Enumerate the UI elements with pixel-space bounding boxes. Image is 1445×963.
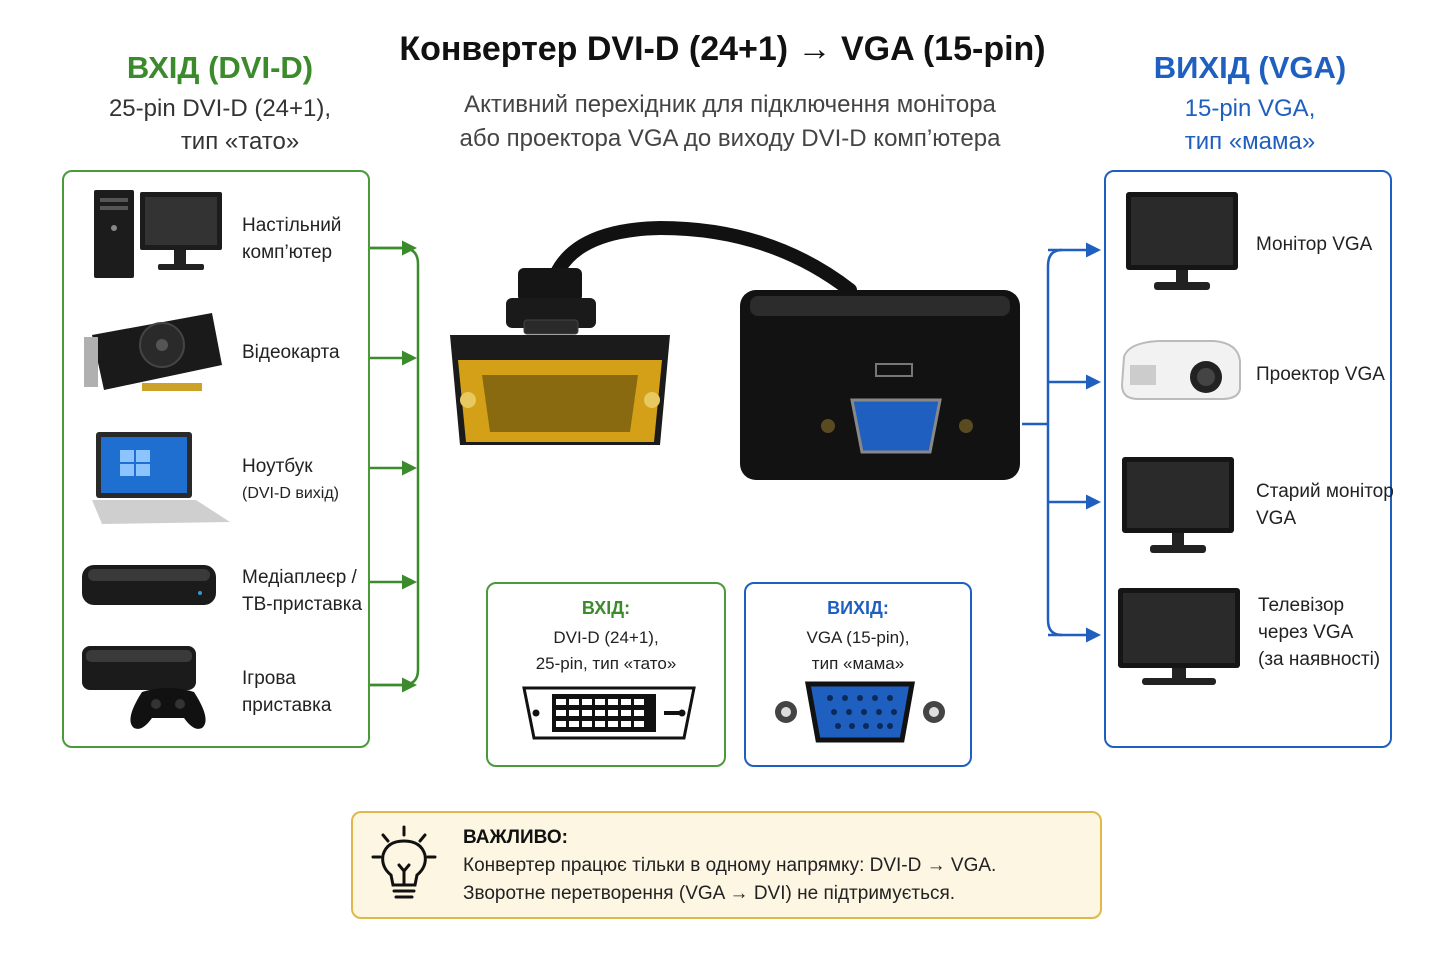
device-label-monitor: Монітор VGA (1256, 234, 1373, 255)
lightbulb-icon (371, 825, 437, 899)
monitor-icon (1126, 192, 1238, 290)
info-out-heading: ВИХІД: (827, 598, 889, 618)
info-in-line-2: 25-pin, тип «тато» (535, 654, 677, 673)
page-subtitle: Активний перехідник для підключення моні… (420, 88, 1040, 156)
output-sub-line-2: тип «мама» (1184, 128, 1316, 155)
output-connector-arrows (1022, 242, 1101, 643)
media-player-icon (82, 565, 216, 605)
input-sub-line-1: 25-pin DVI-D (24+1), (108, 95, 332, 122)
projector-icon (1120, 340, 1241, 400)
input-subheading: 25-pin DVI-D (24+1), тип «тато» (60, 92, 380, 158)
device-label-media-player: Медіаплеєр /ТВ-приставка (242, 567, 363, 615)
vga-connector-icon (775, 681, 945, 743)
note-heading: ВАЖЛИВО: (463, 827, 569, 848)
tv-icon (1118, 588, 1240, 685)
desktop-pc-icon (94, 190, 222, 278)
adapter-illustration (450, 220, 1020, 480)
note-line-1: Конвертер працює тільки в одному напрямк… (463, 855, 997, 876)
input-connector-arrows (370, 240, 420, 693)
info-out-line-2: тип «мама» (811, 654, 905, 673)
game-console-icon (82, 646, 206, 729)
important-note: ВАЖЛИВО: Конвертер працює тільки в одном… (351, 811, 1102, 919)
laptop-icon (92, 432, 230, 524)
page-title: Конвертер DVI-D (24+1) → VGA (15-pin) (399, 30, 1046, 68)
dvi-connector-icon (522, 686, 696, 740)
old-monitor-icon (1122, 457, 1234, 553)
info-out-line-1: VGA (15-pin), (806, 628, 910, 647)
output-sub-line-1: 15-pin VGA, (1184, 95, 1316, 122)
info-in-heading: ВХІД: (581, 598, 631, 618)
device-label-laptop: Ноутбук(DVI-D вихід) (242, 456, 339, 502)
input-heading: ВХІД (DVI-D) (126, 50, 314, 85)
output-heading: ВИХІД (VGA) (1153, 50, 1347, 85)
output-subheading: 15-pin VGA, тип «мама» (1090, 92, 1410, 158)
device-label-projector: Проектор VGA (1256, 364, 1385, 385)
device-label-graphics-card: Відеокарта (242, 342, 340, 363)
info-in-line-1: DVI-D (24+1), (553, 628, 659, 647)
graphics-card-icon (84, 313, 222, 391)
note-line-2: Зворотне перетворення (VGA → DVI) не під… (463, 883, 956, 904)
input-sub-line-2: тип «тато» (180, 128, 300, 155)
subtitle-line-1: Активний перехідник для підключення моні… (464, 91, 996, 118)
subtitle-line-2: або проектора VGA до виходу DVI-D комп’ю… (459, 125, 1001, 152)
